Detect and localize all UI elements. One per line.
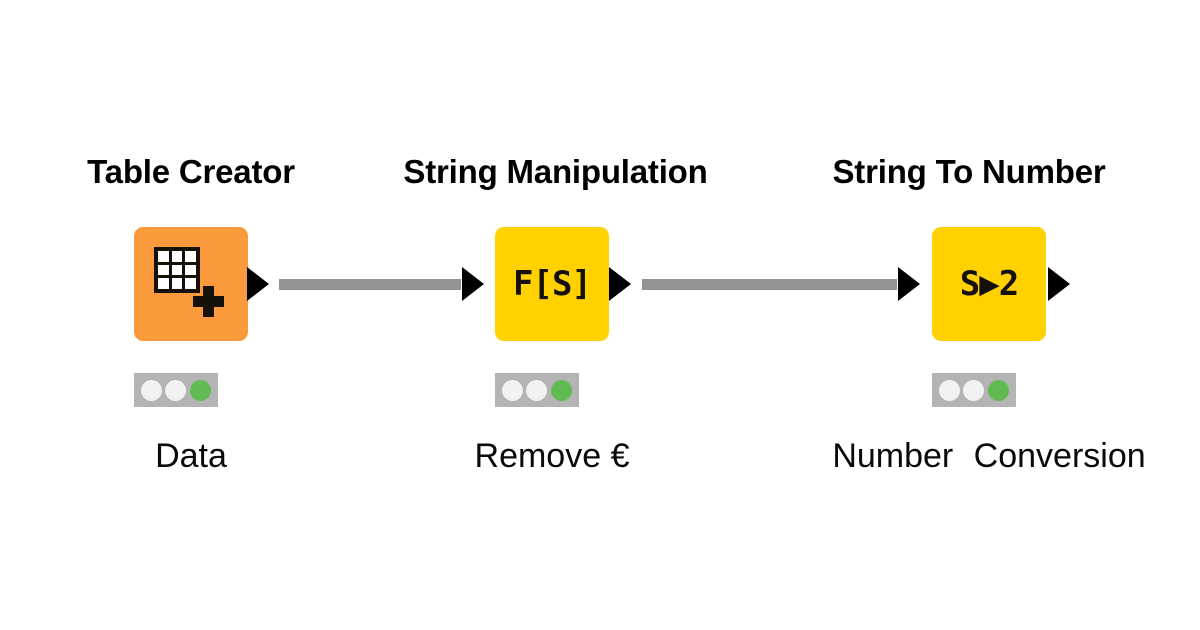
- function-string-icon: F[S]: [513, 264, 592, 304]
- connection-table-creator-to-string-manipulation[interactable]: [279, 279, 461, 290]
- table-grid-plus-icon: [154, 247, 228, 321]
- status-bar-string-to-number[interactable]: [932, 373, 1016, 407]
- status-bar-table-creator[interactable]: [134, 373, 218, 407]
- node-title-string-to-number: String To Number: [832, 153, 1106, 190]
- node-label-string-manipulation[interactable]: Remove €: [474, 437, 630, 475]
- status-led-idle: [526, 379, 548, 401]
- node-string-to-number[interactable]: S▶2: [932, 227, 1046, 341]
- node-label-table-creator[interactable]: Data: [155, 437, 227, 475]
- status-led-idle: [501, 379, 523, 401]
- node-string-manipulation[interactable]: F[S]: [495, 227, 609, 341]
- string-to-number-icon: S▶2: [959, 264, 1019, 304]
- status-led-active: [551, 379, 573, 401]
- input-port-string-to-number[interactable]: [898, 267, 920, 301]
- connection-string-manipulation-to-string-to-number[interactable]: [642, 279, 897, 290]
- status-bar-string-manipulation[interactable]: [495, 373, 579, 407]
- output-port-string-manipulation[interactable]: [609, 267, 631, 301]
- output-port-string-to-number[interactable]: [1048, 267, 1070, 301]
- table-grid-icon: [154, 247, 200, 293]
- node-label-string-to-number[interactable]: Number Conversion: [832, 437, 1146, 475]
- status-led-idle: [963, 379, 985, 401]
- status-led-active: [988, 379, 1010, 401]
- output-port-table-creator[interactable]: [247, 267, 269, 301]
- input-port-string-manipulation[interactable]: [462, 267, 484, 301]
- status-led-active: [190, 379, 212, 401]
- node-table-creator[interactable]: [134, 227, 248, 341]
- status-led-idle: [140, 379, 162, 401]
- status-led-idle: [938, 379, 960, 401]
- status-led-idle: [165, 379, 187, 401]
- node-title-table-creator: Table Creator: [87, 153, 295, 190]
- plus-icon: [192, 285, 224, 317]
- node-title-string-manipulation: String Manipulation: [403, 153, 708, 190]
